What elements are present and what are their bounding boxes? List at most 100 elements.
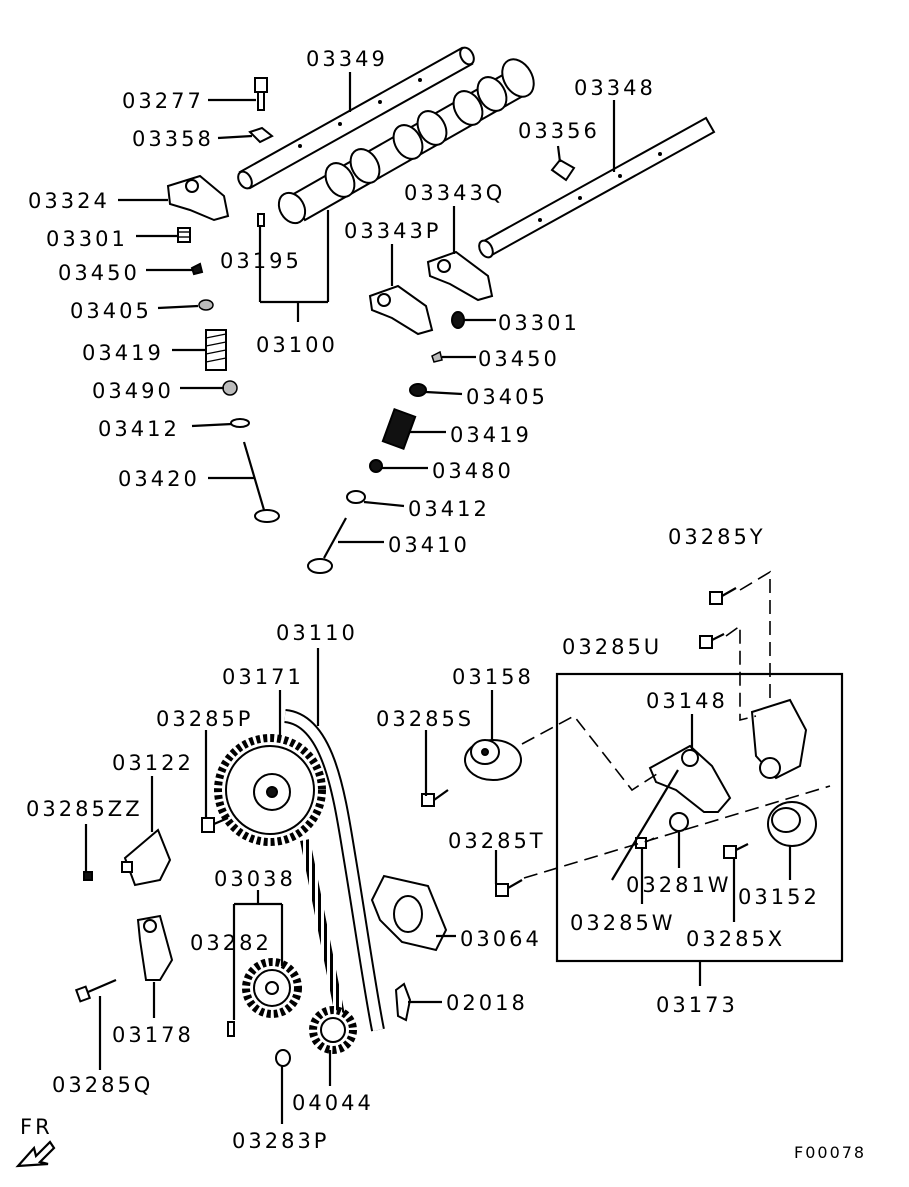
front-direction-arrow-icon [15, 1140, 56, 1168]
seat-03412a-icon [230, 418, 250, 428]
label-03356: 03356 [518, 119, 600, 143]
camshaft [277, 58, 535, 225]
key-03282-icon [227, 1021, 235, 1037]
label-03100: 03100 [256, 333, 338, 357]
oil-pump-sprocket-04044-icon [309, 1006, 357, 1054]
valve-03410-icon [307, 517, 347, 574]
label-03412a: 03412 [98, 417, 180, 441]
label-03283p: 03283P [232, 1129, 329, 1153]
label-03349: 03349 [306, 47, 388, 71]
bolt-03285y-icon [709, 587, 737, 605]
label-03301b: 03301 [498, 311, 580, 335]
rocker-shaft-right [478, 116, 716, 259]
label-03450b: 03450 [478, 347, 560, 371]
seal-03480-icon [369, 459, 383, 473]
label-03285u: 03285U [562, 635, 662, 659]
bracket-plate-icon [750, 698, 808, 780]
tensioner-arm-03178-icon [136, 914, 174, 981]
label-03152: 03152 [738, 885, 820, 909]
label-03285y: 03285Y [668, 525, 766, 549]
label-03343p: 03343P [344, 219, 441, 243]
label-03173: 03173 [656, 993, 738, 1017]
label-03122: 03122 [112, 751, 194, 775]
seat-03412b-icon [346, 490, 366, 504]
clip-03356-icon [550, 158, 576, 182]
label-03285t: 03285T [448, 829, 546, 853]
tensioner-03122-icon [121, 828, 172, 887]
direction-label: FR [20, 1115, 53, 1139]
bolt-03283p-icon [275, 1049, 291, 1067]
label-03195: 03195 [220, 249, 302, 273]
valve-03420-icon [242, 441, 280, 523]
figure-code: F00078 [794, 1143, 866, 1162]
rocker-arm-03343q-icon [426, 250, 494, 302]
label-03410: 03410 [388, 533, 470, 557]
label-03358: 03358 [132, 127, 214, 151]
label-03324: 03324 [28, 189, 110, 213]
keeper-03450a-icon [190, 262, 204, 276]
label-02018: 02018 [446, 991, 528, 1015]
key-03195-icon [257, 213, 265, 227]
label-03420: 03420 [118, 467, 200, 491]
plate-03064-icon [370, 874, 448, 952]
rocker-arm-03343p-icon [368, 284, 434, 336]
label-03110: 03110 [276, 621, 358, 645]
tensioner-bracket-03148-icon [648, 744, 732, 813]
label-03285p: 03285P [156, 707, 253, 731]
label-03412b: 03412 [408, 497, 490, 521]
retainer-03405b-icon [409, 383, 427, 397]
pulley-03152-icon [767, 801, 817, 847]
bolt-03285u-icon [699, 633, 725, 649]
rocker-shaft-left [237, 46, 475, 190]
crank-sprocket-03038-icon [242, 958, 302, 1018]
cam-sprocket-03171-icon [214, 734, 326, 846]
label-03343q: 03343Q [404, 181, 505, 205]
label-03285s: 03285S [376, 707, 474, 731]
clip-03358-icon [248, 126, 274, 144]
adjuster-03301a-icon [177, 227, 191, 243]
label-03405b: 03405 [466, 385, 548, 409]
label-03038: 03038 [214, 867, 296, 891]
label-03277: 03277 [122, 89, 204, 113]
label-03405a: 03405 [70, 299, 152, 323]
label-03301a: 03301 [46, 227, 128, 251]
label-03285x: 03285X [686, 927, 785, 951]
label-03148: 03148 [646, 689, 728, 713]
label-03064: 03064 [460, 927, 542, 951]
washer-03281w-icon [669, 812, 689, 832]
label-03348: 03348 [574, 76, 656, 100]
label-03285w: 03285W [570, 911, 676, 935]
label-03285q: 03285Q [52, 1073, 153, 1097]
label-03285zz: 03285ZZ [26, 797, 143, 821]
label-03171: 03171 [222, 665, 304, 689]
bracket-02018-icon [394, 982, 412, 1022]
leader-lines [84, 72, 792, 1124]
label-03480: 03480 [432, 459, 514, 483]
label-03281w: 03281W [626, 873, 732, 897]
label-03490: 03490 [92, 379, 174, 403]
keeper-03450b-icon [431, 350, 443, 363]
label-03158: 03158 [452, 665, 534, 689]
label-03282: 03282 [190, 931, 272, 955]
label-03178: 03178 [112, 1023, 194, 1047]
bolt-03285p-icon [201, 816, 229, 833]
label-04044: 04044 [292, 1091, 374, 1115]
adjuster-03301b-icon [451, 311, 465, 329]
bolt-03285x-icon [723, 843, 749, 859]
rocker-arm-03324-icon [166, 174, 230, 222]
seal-03490-icon [222, 380, 238, 396]
spring-03419a-icon [205, 329, 227, 371]
bolt-03285s-icon [421, 789, 449, 807]
dashed-leader-lines [521, 570, 831, 879]
bolt-03285zz-icon [83, 871, 93, 881]
spring-03419b-icon [381, 407, 417, 451]
bolt-03285t-icon [495, 879, 523, 897]
label-03419a: 03419 [82, 341, 164, 365]
idler-03158-icon [464, 739, 522, 781]
label-03419b: 03419 [450, 423, 532, 447]
bolt-03285q-icon [74, 978, 117, 1003]
bolt-03277-icon [254, 77, 268, 111]
retainer-03405a-icon [198, 299, 214, 311]
label-03450a: 03450 [58, 261, 140, 285]
